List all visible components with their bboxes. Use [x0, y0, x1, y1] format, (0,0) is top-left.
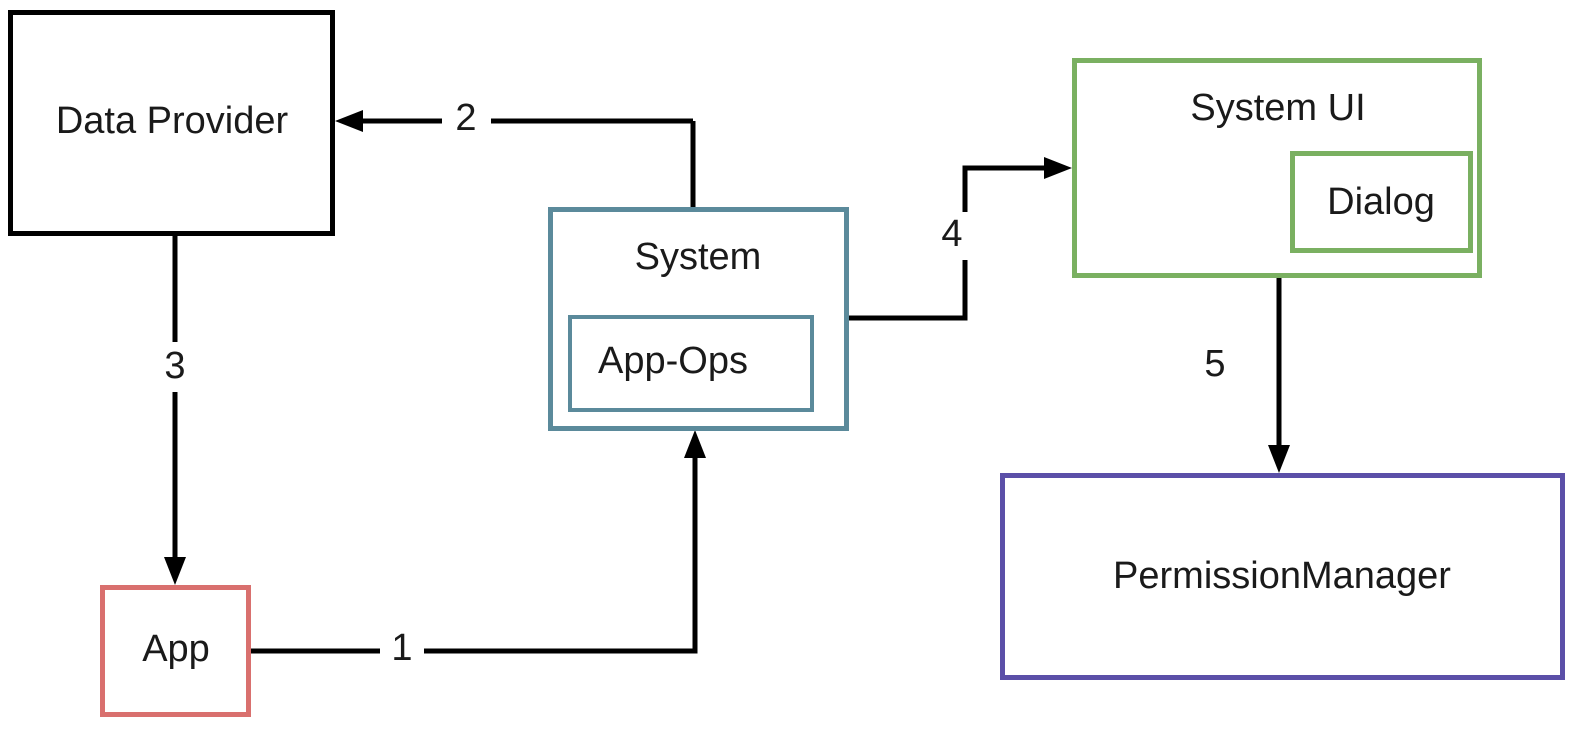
node-box-app: [100, 585, 251, 717]
node-app[interactable]: App: [100, 585, 251, 717]
arrow-head-icon-4: [1044, 157, 1072, 179]
node-box-permission-manager: [1000, 473, 1565, 680]
node-label-permission-manager: PermissionManager: [1113, 555, 1451, 597]
arrow-head-icon-5: [1268, 445, 1290, 473]
edge-label-4: 4: [941, 213, 962, 255]
node-box-data-provider: [8, 10, 335, 236]
node-app-ops[interactable]: App-Ops: [568, 315, 814, 412]
node-label-data-provider: Data Provider: [56, 100, 289, 142]
edge-label-5: 5: [1204, 343, 1225, 385]
arrow-head-icon-2: [335, 110, 363, 132]
node-data-provider[interactable]: Data Provider: [8, 10, 335, 236]
node-label-app: App: [142, 628, 210, 670]
edge-4[interactable]: [849, 157, 1072, 321]
node-box-app-ops: [568, 315, 814, 412]
edge-line-1: [251, 452, 698, 654]
edges-layer: [164, 110, 1290, 654]
node-label-app-ops: App-Ops: [598, 340, 748, 382]
node-permission-manager[interactable]: PermissionManager: [1000, 473, 1565, 680]
edge-label-3: 3: [164, 345, 185, 387]
edge-2[interactable]: [335, 110, 696, 208]
arrow-head-icon-3: [164, 557, 186, 585]
edge-5[interactable]: [1268, 278, 1290, 473]
edge-line-4: [849, 165, 1050, 321]
node-label-dialog: Dialog: [1327, 181, 1435, 223]
edge-3[interactable]: [164, 236, 186, 585]
edge-1[interactable]: [251, 430, 706, 654]
edge-label-1: 1: [391, 627, 412, 669]
node-label-system: System: [635, 236, 762, 278]
node-box-dialog: [1290, 151, 1473, 253]
node-dialog[interactable]: Dialog: [1290, 151, 1473, 253]
arrow-head-icon-1: [684, 430, 706, 458]
edge-labels-layer: 1 2 3 4 5: [164, 97, 1225, 669]
edge-line-2: [357, 118, 696, 208]
edge-label-2: 2: [455, 97, 476, 139]
node-label-system-ui: System UI: [1190, 87, 1365, 129]
